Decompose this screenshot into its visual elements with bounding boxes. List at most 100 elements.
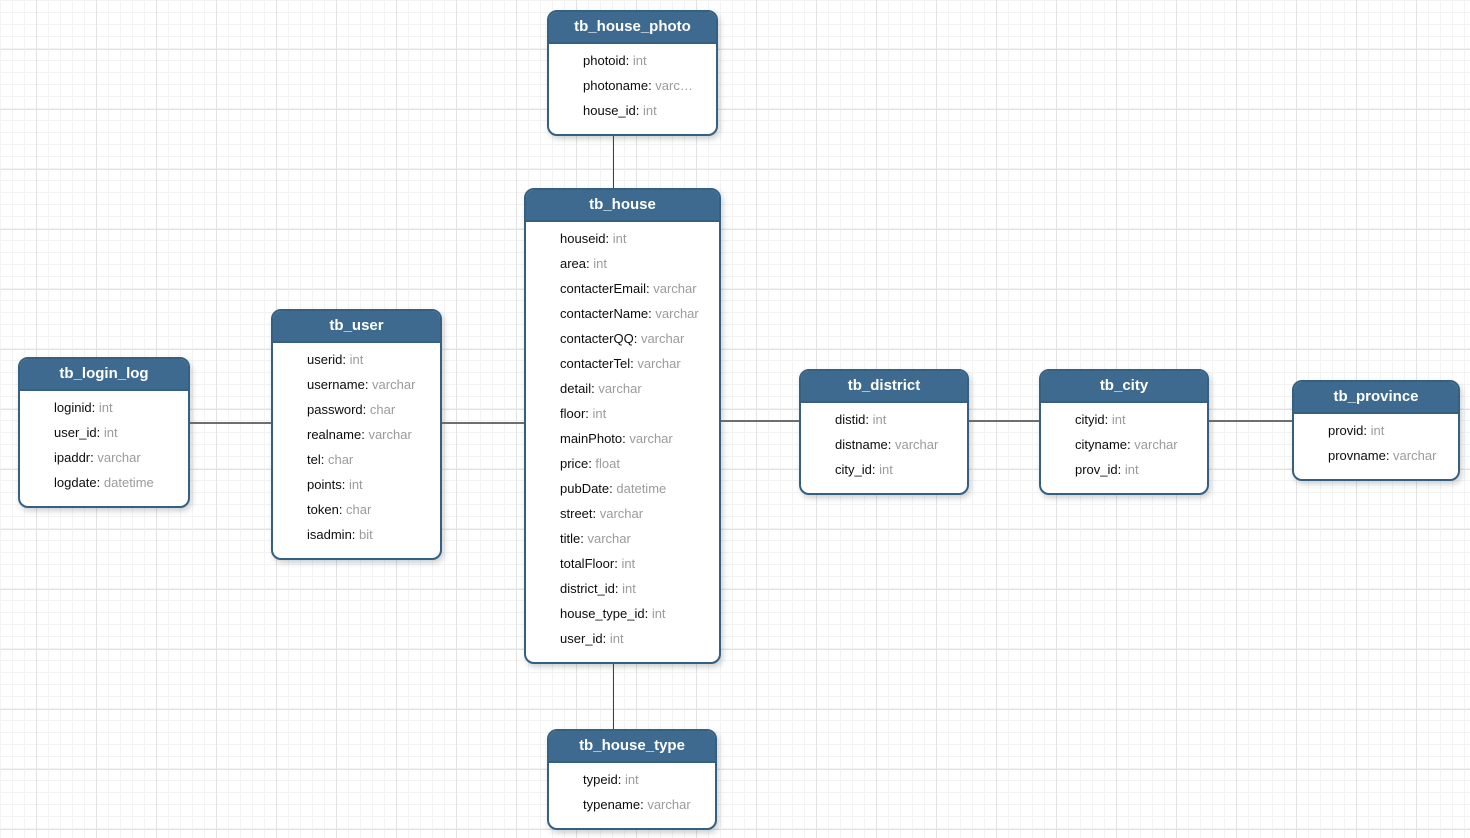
- field-row-ipaddr[interactable]: ipaddr: varchar: [20, 445, 188, 470]
- field-row-realname[interactable]: realname: varchar: [273, 422, 440, 447]
- field-row-distid[interactable]: distid: int: [801, 407, 967, 432]
- connector-tb_house-tb_district[interactable]: [719, 420, 802, 422]
- field-row-provid[interactable]: provid: int: [1294, 418, 1458, 443]
- field-name: loginid: [54, 400, 92, 415]
- field-row-totalFloor[interactable]: totalFloor: int: [526, 551, 719, 576]
- field-row-contacterTel[interactable]: contacterTel: varchar: [526, 351, 719, 376]
- field-name: mainPhoto: [560, 431, 623, 446]
- field-row-city_id[interactable]: city_id: int: [801, 457, 967, 482]
- field-row-tel[interactable]: tel: char: [273, 447, 440, 472]
- field-name: contacterQQ: [560, 331, 634, 346]
- table-header-tb_district[interactable]: tb_district: [801, 371, 967, 403]
- field-row-photoname[interactable]: photoname: varc…: [549, 73, 716, 98]
- table-header-tb_house[interactable]: tb_house: [526, 190, 719, 222]
- connector-tb_district-tb_city[interactable]: [967, 420, 1042, 422]
- field-name: user_id: [54, 425, 97, 440]
- field-type: int: [609, 631, 624, 646]
- field-row-loginid[interactable]: loginid: int: [20, 395, 188, 420]
- connector-tb_house-tb_house_type[interactable]: [613, 660, 614, 732]
- field-separator: :: [351, 527, 360, 542]
- field-row-price[interactable]: price: float: [526, 451, 719, 476]
- field-row-street[interactable]: street: varchar: [526, 501, 719, 526]
- field-separator: :: [361, 427, 369, 442]
- table-header-tb_user[interactable]: tb_user: [273, 311, 440, 343]
- field-type: varchar: [598, 381, 642, 396]
- field-type: varchar: [647, 797, 691, 812]
- table-header-tb_login_log[interactable]: tb_login_log: [20, 359, 188, 391]
- field-row-provname[interactable]: provname: varchar: [1294, 443, 1458, 468]
- field-type: int: [612, 231, 627, 246]
- field-row-floor[interactable]: floor: int: [526, 401, 719, 426]
- field-row-detail[interactable]: detail: varchar: [526, 376, 719, 401]
- field-row-area[interactable]: area: int: [526, 251, 719, 276]
- connector-tb_house_photo-tb_house[interactable]: [613, 130, 614, 192]
- field-row-typename[interactable]: typename: varchar: [549, 792, 715, 817]
- field-row-house_type_id[interactable]: house_type_id: int: [526, 601, 719, 626]
- field-row-district_id[interactable]: district_id: int: [526, 576, 719, 601]
- field-row-cityname[interactable]: cityname: varchar: [1041, 432, 1207, 457]
- field-separator: :: [609, 481, 617, 496]
- field-type: int: [593, 256, 607, 271]
- field-row-points[interactable]: points: int: [273, 472, 440, 497]
- connector-tb_user-tb_house[interactable]: [440, 422, 527, 424]
- field-separator: :: [1363, 423, 1371, 438]
- field-row-contacterName[interactable]: contacterName: varchar: [526, 301, 719, 326]
- field-row-prov_id[interactable]: prov_id: int: [1041, 457, 1207, 482]
- connector-tb_city-tb_province[interactable]: [1207, 420, 1295, 422]
- field-row-user_id[interactable]: user_id: int: [20, 420, 188, 445]
- field-separator: :: [91, 400, 99, 415]
- field-row-contacterEmail[interactable]: contacterEmail: varchar: [526, 276, 719, 301]
- field-separator: :: [605, 231, 613, 246]
- table-header-tb_city[interactable]: tb_city: [1041, 371, 1207, 403]
- field-row-password[interactable]: password: char: [273, 397, 440, 422]
- field-type: int: [872, 412, 887, 427]
- field-row-mainPhoto[interactable]: mainPhoto: varchar: [526, 426, 719, 451]
- field-row-token[interactable]: token: char: [273, 497, 440, 522]
- field-type: varchar: [655, 306, 699, 321]
- field-row-userid[interactable]: userid: int: [273, 347, 440, 372]
- field-separator: :: [588, 456, 596, 471]
- field-row-pubDate[interactable]: pubDate: datetime: [526, 476, 719, 501]
- field-row-username[interactable]: username: varchar: [273, 372, 440, 397]
- field-name: userid: [307, 352, 343, 367]
- field-row-contacterQQ[interactable]: contacterQQ: varchar: [526, 326, 719, 351]
- field-type: int: [624, 772, 639, 787]
- field-type: char: [327, 452, 354, 467]
- field-name: area: [560, 256, 587, 271]
- field-row-user_id[interactable]: user_id: int: [526, 626, 719, 651]
- field-row-title[interactable]: title: varchar: [526, 526, 719, 551]
- field-row-house_id[interactable]: house_id: int: [549, 98, 716, 123]
- field-name: floor: [560, 406, 586, 421]
- table-header-tb_house_photo[interactable]: tb_house_photo: [549, 12, 716, 44]
- field-name: photoname: [583, 78, 649, 93]
- field-row-distname[interactable]: distname: varchar: [801, 432, 967, 457]
- table-header-tb_house_type[interactable]: tb_house_type: [549, 731, 715, 763]
- field-name: prov_id: [1075, 462, 1118, 477]
- field-row-typeid[interactable]: typeid: int: [549, 767, 715, 792]
- field-row-houseid[interactable]: houseid: int: [526, 226, 719, 251]
- field-row-photoid[interactable]: photoid: int: [549, 48, 716, 73]
- field-type: char: [369, 402, 396, 417]
- table-header-tb_province[interactable]: tb_province: [1294, 382, 1458, 414]
- field-separator: :: [633, 331, 641, 346]
- field-type: varchar: [587, 531, 631, 546]
- field-name: detail: [560, 381, 592, 396]
- field-row-isadmin[interactable]: isadmin: bit: [273, 522, 440, 547]
- field-separator: :: [602, 631, 610, 646]
- field-row-logdate[interactable]: logdate: datetime: [20, 470, 188, 495]
- field-type: varchar: [640, 331, 685, 346]
- field-separator: :: [364, 377, 373, 392]
- field-type: int: [651, 606, 666, 621]
- connector-tb_login_log-tb_user[interactable]: [188, 422, 274, 424]
- field-row-cityid[interactable]: cityid: int: [1041, 407, 1207, 432]
